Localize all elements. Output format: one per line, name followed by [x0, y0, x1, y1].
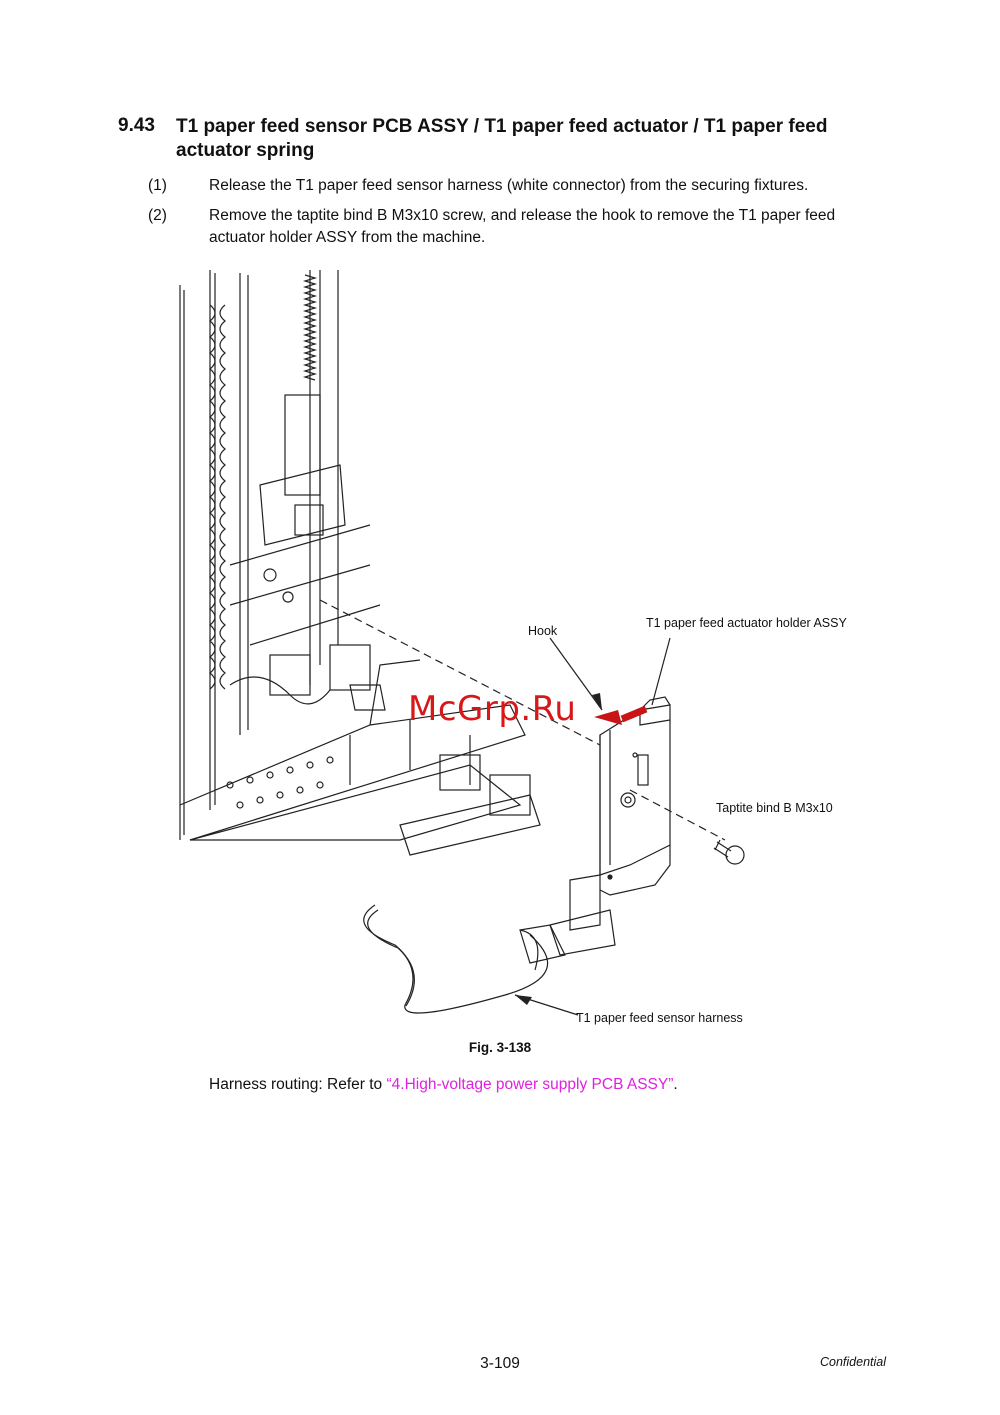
figure-caption: Fig. 3-138	[468, 1040, 532, 1055]
callout-arrowhead-icon	[592, 693, 602, 710]
section-title: T1 paper feed sensor PCB ASSY / T1 paper…	[176, 116, 828, 161]
page-number: 3-109	[480, 1355, 520, 1372]
callout-hook: Hook	[528, 624, 558, 638]
callout-screw: Taptite bind B M3x10	[716, 801, 833, 815]
routing-prefix: Harness routing: Refer to	[209, 1076, 387, 1093]
hook-arrow-icon	[594, 705, 648, 725]
step-2-number: (2)	[148, 207, 167, 224]
routing-reference-link[interactable]: “4.High-voltage power supply PCB ASSY”	[386, 1076, 674, 1093]
section-number: 9.43	[118, 115, 155, 136]
confidential-label: Confidential	[819, 1355, 886, 1369]
watermark: McGrp.Ru	[408, 689, 577, 729]
exploded-view-figure: Hook T1 paper feed actuator holder ASSY …	[170, 265, 890, 1035]
callout-harness: T1 paper feed sensor harness	[576, 1011, 743, 1025]
step-1-text: Release the T1 paper feed sensor harness…	[209, 177, 809, 194]
machine-diagram	[179, 270, 745, 1016]
callout-arrowhead-icon	[515, 995, 532, 1005]
harness-routing-note: Harness routing: Refer to “4.High-voltag…	[209, 1076, 678, 1094]
routing-suffix: .	[673, 1076, 678, 1093]
callout-holder-assy: T1 paper feed actuator holder ASSY	[646, 616, 847, 630]
step-2-text: Remove the taptite bind B M3x10 screw, a…	[209, 207, 836, 246]
step-1-number: (1)	[148, 177, 167, 194]
